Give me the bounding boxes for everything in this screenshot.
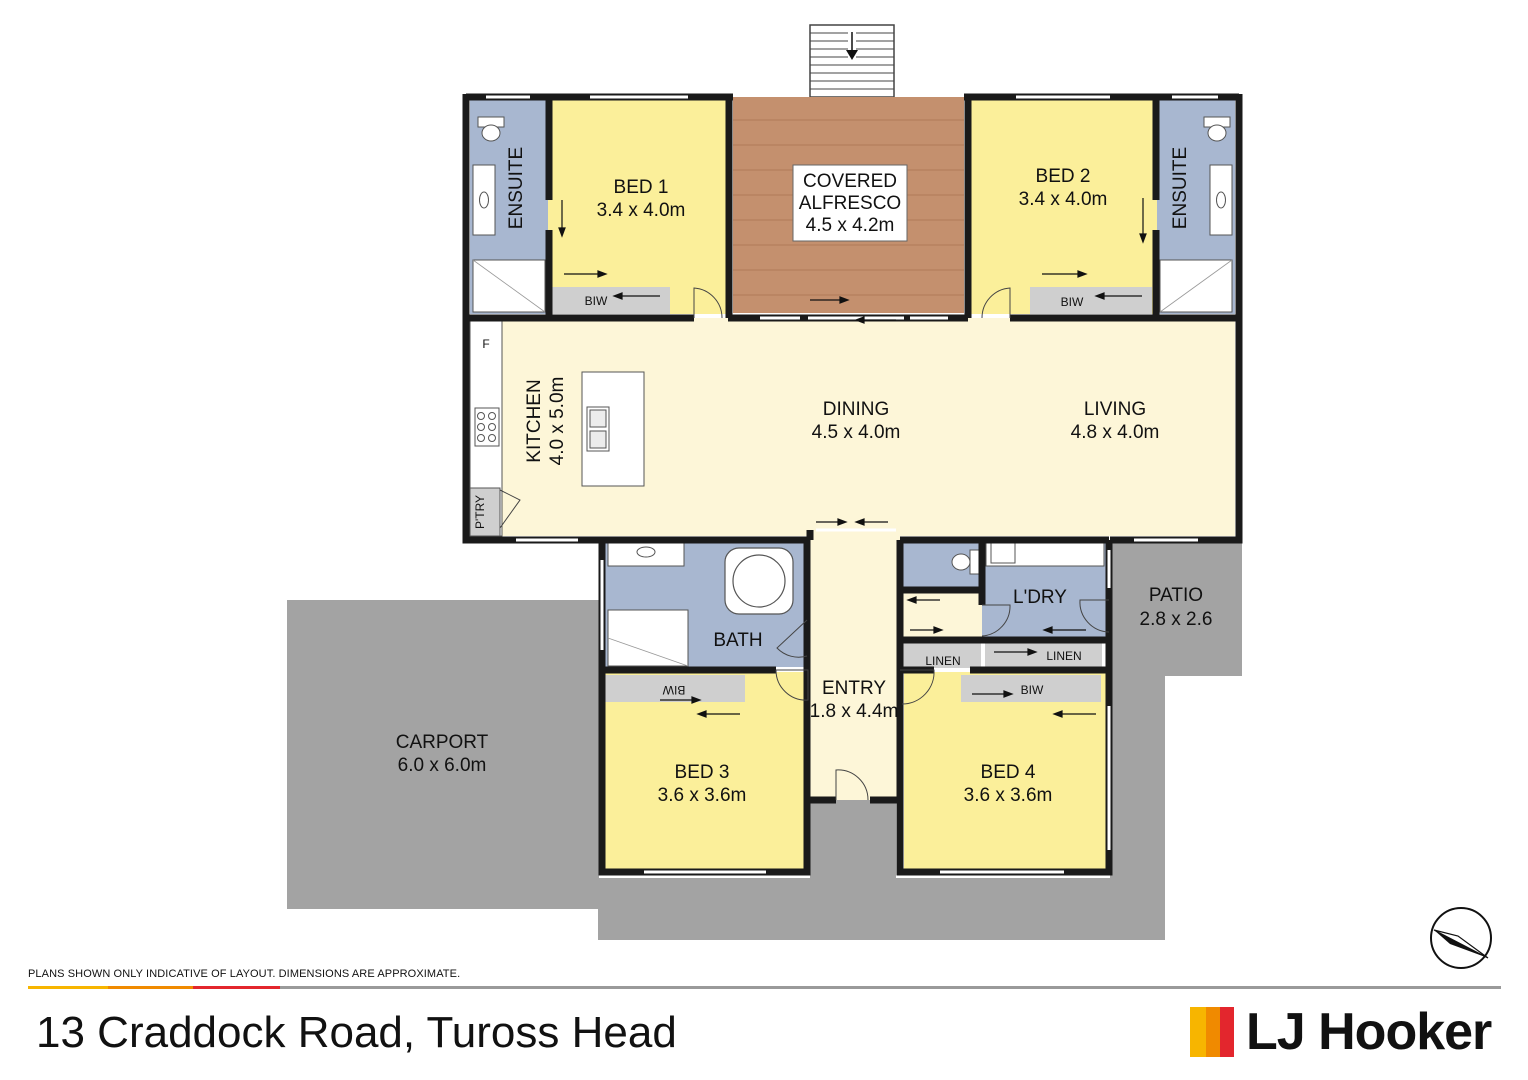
pantry-label: P'TRY [473, 495, 487, 529]
pantry [469, 487, 501, 537]
north-arrow-icon [1430, 907, 1492, 969]
bed2-name: BED 2 [1036, 166, 1091, 187]
toilet-icon [477, 116, 505, 142]
ensuite-1-label: ENSUITE [506, 147, 527, 229]
vanity-ensuite-1 [472, 164, 496, 236]
patio-name: PATIO [1149, 585, 1203, 606]
biw-bed1-label: BIW [585, 294, 608, 308]
kitchen-dims: 4.0 x 5.0m [547, 377, 568, 466]
brand-stripes-icon [1190, 1007, 1234, 1057]
cooktop-icon [474, 407, 500, 447]
bed-4 [904, 672, 1106, 870]
property-address: 13 Craddock Road, Tuross Head [36, 1008, 677, 1057]
dining-name: DINING [823, 399, 890, 420]
bed-2 [971, 100, 1157, 314]
toilet-icon [1203, 116, 1231, 142]
entry-dims: 1.8 x 4.4m [810, 701, 899, 722]
alfresco-dims: 4.5 x 4.2m [806, 215, 895, 236]
linen-1 [903, 641, 981, 668]
bed4-name: BED 4 [981, 762, 1036, 783]
linen-2-label: LINEN [1046, 649, 1081, 663]
biw-bed2-label: BIW [1061, 295, 1084, 309]
disclaimer: PLANS SHOWN ONLY INDICATIVE OF LAYOUT. D… [28, 968, 461, 980]
bed4-dims: 3.6 x 3.6m [964, 785, 1053, 806]
living-dims: 4.8 x 4.0m [1071, 422, 1160, 443]
biw-bed3 [605, 675, 745, 702]
bed1-name: BED 1 [614, 177, 669, 198]
hall [900, 588, 982, 640]
sink-icon [586, 406, 610, 452]
alfresco-line2: ALFRESCO [799, 193, 901, 214]
lj-hooker-logo: LJ Hooker [1190, 1003, 1492, 1061]
kitchen-name: KITCHEN [524, 379, 545, 462]
vanity-bath [607, 539, 685, 567]
patio-area [1110, 540, 1242, 676]
carport-area [287, 600, 599, 909]
entry [810, 530, 900, 800]
entry-name: ENTRY [822, 678, 886, 699]
linen-2 [985, 641, 1102, 668]
bed3-dims: 3.6 x 3.6m [658, 785, 747, 806]
carport-dims: 6.0 x 6.0m [398, 755, 487, 776]
biw-bed4-label: BIW [1021, 683, 1044, 697]
bed3-name: BED 3 [675, 762, 730, 783]
footer-rule-yellow [28, 986, 108, 989]
brand-name: LJ Hooker [1246, 1003, 1492, 1061]
fridge-label: F [482, 337, 489, 351]
footer-rule-red [193, 986, 280, 989]
alfresco-line1: COVERED [803, 171, 897, 192]
alfresco-label-box [792, 164, 908, 242]
bath-label: BATH [713, 630, 762, 651]
laundry-label: L'DRY [1013, 587, 1067, 608]
dining-dims: 4.5 x 4.0m [812, 422, 901, 443]
vanity-ensuite-2 [1209, 164, 1233, 236]
door-swings [499, 287, 1110, 801]
shower-bath [607, 609, 689, 667]
sliding-door-arrows [558, 198, 1147, 718]
footer-rule [28, 986, 1501, 989]
windows [486, 95, 1218, 874]
bed1-dims: 3.4 x 4.0m [597, 200, 686, 221]
biw-bed2 [1030, 287, 1152, 314]
bathtub-icon [724, 547, 794, 615]
linen-1-label: LINEN [925, 654, 960, 668]
bed-3 [605, 672, 807, 870]
biw-bed4 [961, 675, 1101, 702]
carport-name: CARPORT [396, 732, 489, 753]
biw-bed3-label: BIW [662, 683, 685, 697]
stairs-arrow-icon [846, 30, 858, 60]
footer-rule-orange [108, 986, 193, 989]
biw-bed1 [552, 287, 670, 314]
bed-1 [548, 100, 726, 314]
patio-dims: 2.8 x 2.6 [1140, 609, 1213, 630]
living-name: LIVING [1084, 399, 1146, 420]
bed2-dims: 3.4 x 4.0m [1019, 189, 1108, 210]
ensuite-2-label: ENSUITE [1170, 147, 1191, 229]
